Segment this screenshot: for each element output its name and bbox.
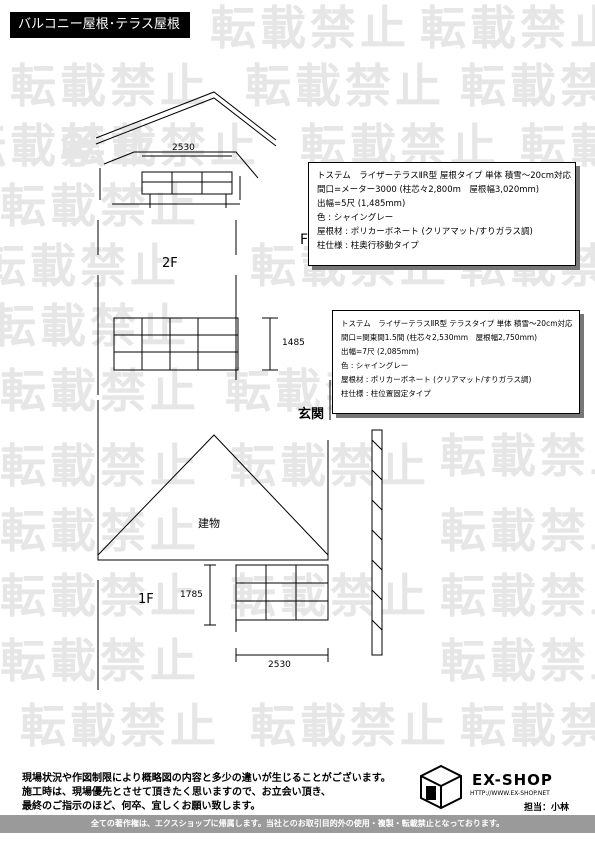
page-title: バルコニー屋根･テラス屋根 (10, 12, 190, 38)
spec-line: 色 : シャイングレー (317, 213, 394, 223)
roof-outline (95, 97, 277, 147)
dimension-lower-depth: 1785 (180, 590, 203, 600)
dimension-top-width: 2530 (172, 143, 195, 153)
brand-url[interactable]: HTTP://WWW.EX-SHOP.NET (470, 790, 550, 797)
brand-person: 担当：小林 (524, 803, 570, 813)
label-entrance: 玄関 (298, 407, 325, 422)
spec-line: 柱仕様 : 柱奥行移動タイプ (317, 241, 419, 251)
building-outline (97, 400, 329, 557)
terrace-panel (235, 564, 329, 621)
spec-line: 屋根材 : ポリカーボネート (クリアマット/すりガラス調) (341, 375, 532, 384)
spec-box-lower: トステム ライザーテラスⅡR型 テラスタイプ 単体 積雪～20cm対応 間口=関… (332, 310, 580, 414)
footer-note-line: 施工時は、現場優先とさせて頂きたく思いますので、お立会い頂き、 (22, 787, 331, 798)
spec-line: トステム ライザーテラスⅡR型 テラスタイプ 単体 積雪～20cm対応 (341, 319, 573, 328)
exterior-wall (371, 429, 383, 656)
building-outline (97, 555, 329, 561)
spec-box-upper: トステム ライザーテラスⅡR型 屋根タイプ 単体 積雪～20cm対応 間口=メー… (308, 162, 576, 266)
label-floor-1: 1F (138, 592, 154, 607)
roof-outline (103, 151, 259, 179)
footer-notes: 現場状況や作図制限により概略図の内容と多少の違いが生じることがございます。 施工… (22, 772, 391, 814)
balcony-panel (113, 317, 239, 371)
footer-note-line: 最終のご指示のほど、何卒、宜しくお願い致します。 (22, 801, 261, 812)
spec-line: トステム ライザーテラスⅡR型 屋根タイプ 単体 積雪～20cm対応 (317, 171, 572, 181)
upper-roof-panel (141, 171, 233, 195)
copyright-bar: 全ての著作権は、エクスショップに帰属します。当社とのお取引目的外の使用・複製・転… (0, 815, 595, 833)
ex-shop-logo-icon (420, 764, 462, 810)
spec-line: 出幅=5尺 (1,485mm) (317, 199, 406, 209)
roof-outline (95, 91, 277, 141)
brand-name: EX-SHOP (472, 771, 553, 789)
footer-note-line: 現場状況や作図制限により概略図の内容と多少の違いが生じることがございます。 (22, 773, 391, 784)
dimension-upper-depth: 1485 (282, 338, 305, 348)
spec-line: 屋根材 : ポリカーボネート (クリアマット/すりガラス調) (317, 227, 533, 237)
label-building: 建物 (198, 517, 220, 530)
spec-line: 間口=関東間1.5間 (柱芯々2,530mm 屋根幅2,750mm) (341, 333, 538, 342)
label-floor-2: 2F (162, 256, 178, 271)
spec-line: 間口=メーター3000 (柱芯々2,800m 屋根幅3,020mm) (317, 185, 540, 195)
dimension-bottom-width: 2530 (268, 660, 291, 670)
spec-line: 柱仕様 : 柱位置固定タイプ (341, 389, 431, 398)
spec-line: 出幅=7尺 (2,085mm) (341, 347, 419, 356)
spec-line: 色 : シャイングレー (341, 361, 409, 370)
